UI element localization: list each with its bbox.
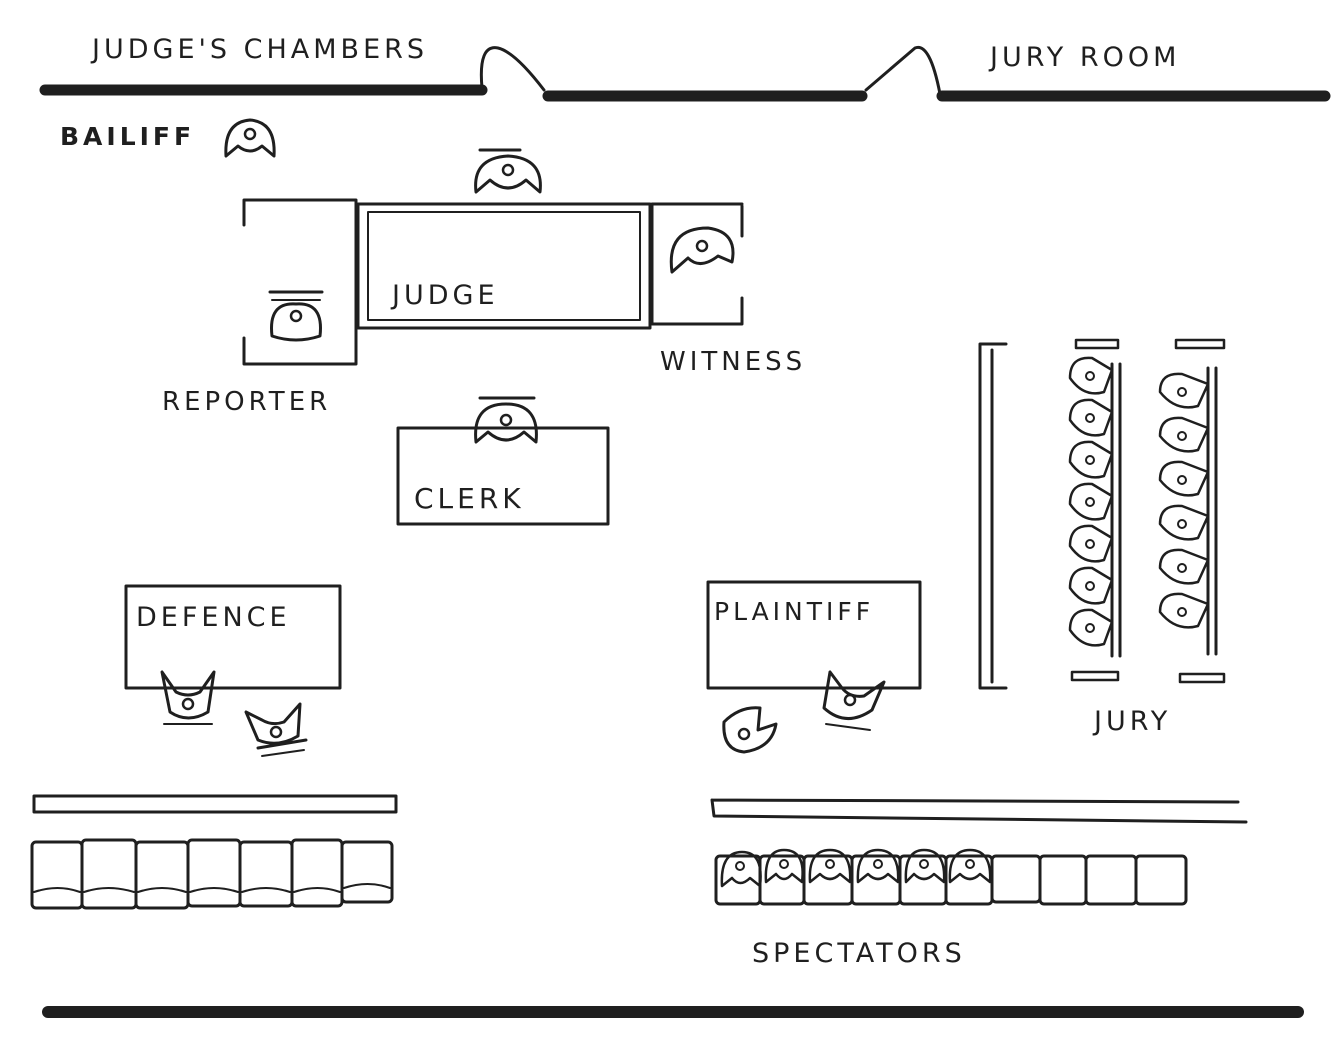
spectator-person-icon: [948, 848, 992, 884]
judge-person-icon: [474, 148, 542, 194]
spectator-person-icon: [808, 848, 852, 884]
juror-person-icon: [1068, 398, 1114, 437]
seat-icon: [1038, 854, 1088, 906]
public-rail-left: [32, 794, 398, 814]
jury-box-rail: [978, 342, 1008, 690]
jury-room-door: [864, 45, 942, 96]
juror-person-icon: [1068, 524, 1114, 563]
plaintiff-table: [706, 580, 922, 690]
juror-person-icon: [1158, 372, 1210, 409]
jury-label: JURY: [1092, 706, 1171, 737]
seat-icon: [134, 840, 190, 910]
plaintiff-person-icon: [822, 670, 886, 731]
spectator-person-icon: [904, 848, 946, 884]
seat-icon: [238, 840, 294, 908]
judge-label: JUDGE: [390, 280, 499, 311]
chambers-door: [479, 46, 546, 92]
juror-person-icon: [1158, 592, 1210, 629]
juror-person-icon: [1068, 566, 1114, 605]
seat-icon: [1134, 854, 1188, 906]
witness-person-icon: [669, 226, 735, 274]
spectator-person-icon: [720, 850, 762, 888]
defence-label: DEFENCE: [136, 602, 291, 633]
witness-label: WITNESS: [660, 347, 806, 377]
defence-person-icon: [244, 702, 308, 757]
jury-bench-right: [1206, 366, 1218, 656]
witness-box: [650, 202, 744, 326]
clerk-desk: [396, 426, 610, 526]
juror-person-icon: [1068, 356, 1114, 395]
spectators-label: SPECTATORS: [752, 938, 966, 969]
juror-person-icon: [1068, 608, 1114, 647]
juror-person-icon: [1158, 504, 1210, 541]
jury-bench-left: [1110, 362, 1122, 658]
judge-bench: [356, 202, 652, 330]
seat-icon: [990, 854, 1042, 904]
seat-icon: [1084, 854, 1138, 906]
spectator-person-icon: [856, 848, 900, 884]
seat-icon: [80, 838, 138, 910]
juror-person-icon: [1158, 460, 1210, 497]
seat-icon: [340, 840, 394, 904]
seat-icon: [30, 840, 84, 910]
clerk-label: CLERK: [414, 482, 525, 515]
seat-icon: [290, 838, 344, 908]
spectator-person-icon: [764, 848, 804, 884]
public-rail-right: [710, 798, 1248, 824]
bailiff-person-icon: [224, 118, 276, 158]
seat-icon: [186, 838, 242, 908]
reporter-person-icon: [268, 290, 324, 342]
jury-room-label: JURY ROOM: [988, 42, 1180, 73]
juror-person-icon: [1158, 416, 1210, 453]
juror-person-icon: [1068, 440, 1114, 479]
plaintiff-label: PLAINTIFF: [714, 597, 874, 626]
reporter-label: REPORTER: [162, 387, 331, 417]
reporter-booth: [242, 198, 358, 366]
plaintiff-person-icon: [722, 706, 778, 754]
clerk-person-icon: [474, 396, 538, 444]
defence-table: [124, 584, 342, 690]
jury-bench-ends: [1070, 338, 1226, 684]
defence-person-icon: [160, 670, 216, 725]
juror-person-icon: [1158, 548, 1210, 585]
spectator-seats-left: [30, 838, 394, 910]
bailiff-label: BAILIFF: [60, 122, 195, 151]
top-wall: [39, 84, 1331, 102]
judges-chambers-label: JUDGE'S CHAMBERS: [90, 34, 428, 65]
juror-person-icon: [1068, 482, 1114, 521]
